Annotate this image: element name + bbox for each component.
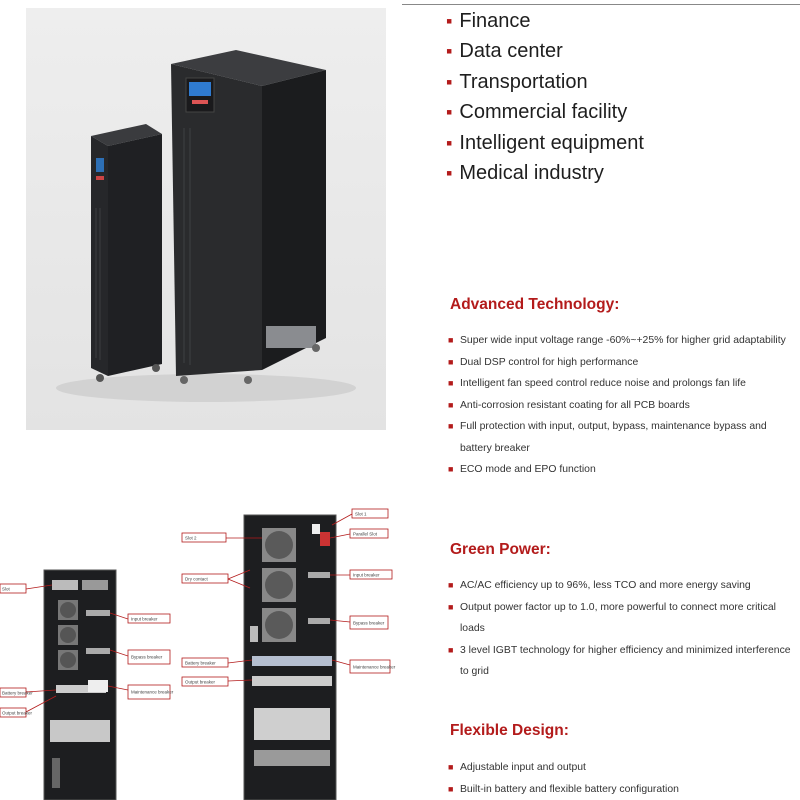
label-maintenance-breaker-large: Maintenance breaker: [353, 665, 396, 670]
ups-cabinets-illustration: [56, 50, 356, 402]
small-cabinet-rear: [43, 569, 117, 800]
bullet-icon: ■: [448, 601, 454, 612]
large-cabinet-rear: [243, 514, 337, 800]
feature-item: ■Super wide input voltage range -60%~+25…: [448, 330, 798, 352]
application-item: ▪Intelligent equipment: [446, 131, 644, 154]
bullet-icon: ▪: [446, 11, 453, 31]
label-input-breaker-large: Input breaker: [353, 573, 380, 578]
label-slot-2: Slot 2: [185, 536, 197, 541]
advanced-technology-heading: Advanced Technology:: [450, 296, 620, 313]
application-item: ▪Commercial facility: [446, 101, 628, 124]
feature-item: ■Intelligent fan speed control reduce no…: [448, 373, 798, 395]
rear-panel-diagram: Slot Input breaker Bypass breaker Mainte…: [0, 508, 396, 800]
bullet-icon: ■: [448, 335, 454, 345]
label-input-breaker-small: Input breaker: [131, 617, 158, 622]
label-slot: Slot: [2, 587, 11, 592]
flexible-design-heading: Flexible Design:: [450, 722, 569, 739]
feature-item: ■Dual DSP control for high performance: [448, 352, 798, 374]
label-parallel-slot: Parallel Slot: [353, 532, 378, 537]
bullet-icon: ▪: [446, 132, 453, 153]
application-item: ▪Finance: [446, 10, 531, 32]
bullet-icon: ■: [448, 464, 454, 474]
label-battery-breaker-small: Battery breaker: [2, 691, 33, 696]
feature-item: ■3 level IGBT technology for higher effi…: [448, 640, 798, 683]
label-bypass-breaker-large: Bypass breaker: [353, 621, 385, 626]
large-ups-cabinet: [171, 50, 326, 384]
application-list: ▪Finance ▪Data center ▪Transportation ▪C…: [446, 6, 644, 188]
label-maintenance-breaker-small: Maintenance breaker: [131, 690, 174, 695]
bullet-icon: ■: [448, 644, 454, 655]
feature-item: ■Adjustable input and output: [448, 757, 798, 779]
bullet-icon: ■: [448, 356, 454, 367]
bullet-icon: ▪: [446, 71, 453, 92]
top-rule: [402, 4, 800, 5]
bullet-icon: ■: [448, 378, 454, 388]
label-dry-contact: Dry contact: [185, 577, 209, 582]
flexible-design-list: ■Adjustable input and output ■Built-in b…: [448, 757, 798, 800]
green-power-list: ■AC/AC efficiency up to 96%, less TCO an…: [448, 575, 798, 683]
application-item: ▪Medical industry: [446, 162, 604, 185]
bullet-icon: ■: [448, 399, 454, 410]
bullet-icon: ▪: [446, 163, 453, 184]
green-power-heading: Green Power:: [450, 541, 551, 558]
label-output-breaker-small: Output breaker: [2, 711, 33, 716]
label-bypass-breaker-small: Bypass breaker: [131, 655, 163, 660]
small-ups-cabinet: [91, 124, 162, 382]
bullet-icon: ■: [448, 783, 454, 794]
feature-item: ■Output power factor up to 1.0, more pow…: [448, 597, 798, 640]
application-item: ▪Transportation: [446, 70, 588, 93]
label-battery-breaker-large: Battery breaker: [185, 661, 216, 666]
bullet-icon: ■: [448, 580, 454, 590]
feature-item: ■Anti-corrosion resistant coating for al…: [448, 395, 798, 417]
feature-item: ■Full protection with input, output, byp…: [448, 416, 798, 459]
feature-item: ■ECO mode and EPO function: [448, 459, 798, 481]
application-item: ▪Data center: [446, 40, 563, 63]
label-output-breaker-large: Output breaker: [185, 680, 216, 685]
bullet-icon: ■: [448, 421, 454, 431]
advanced-technology-list: ■Super wide input voltage range -60%~+25…: [448, 330, 798, 481]
bullet-icon: ■: [448, 762, 454, 772]
bullet-icon: ▪: [446, 102, 453, 123]
label-slot-1: Slot 1: [355, 512, 367, 517]
bullet-icon: ▪: [446, 41, 453, 62]
feature-item: ■AC/AC efficiency up to 96%, less TCO an…: [448, 575, 798, 597]
product-photo: [26, 8, 386, 430]
feature-item: ■Built-in battery and flexible battery c…: [448, 779, 798, 800]
